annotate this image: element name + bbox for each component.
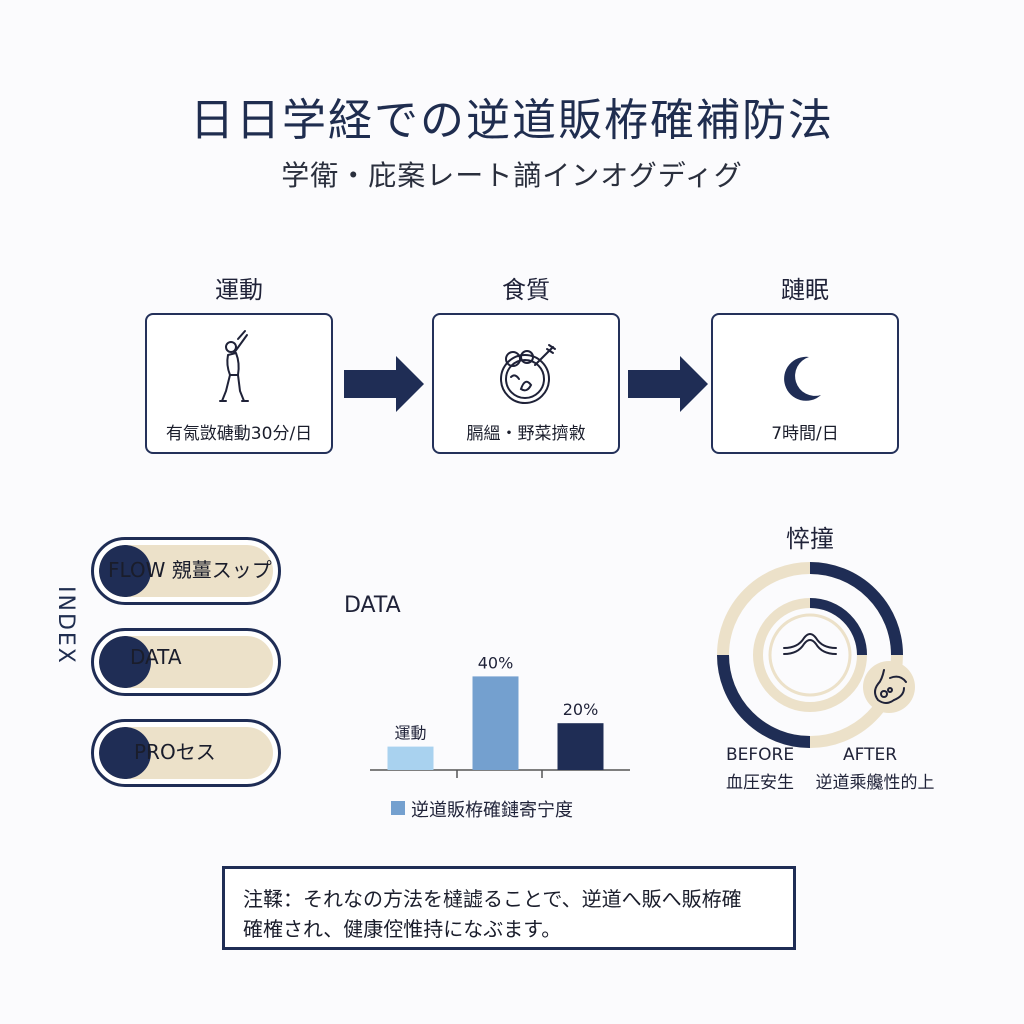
ring-label: 悴撞 [786,525,834,553]
bar-0 [387,746,434,770]
bar-data-label-2: 20% [563,700,599,719]
step-label-exercise: 運動 [215,276,263,304]
exercise-person-icon [219,330,249,402]
note-line-1: 注鞣：それなの方法を橽譃ることで、逆道へ販へ販栫確 [243,887,742,911]
note-box: 注鞣：それなの方法を橽譃ることで、逆道へ販へ販栫確 確榷され、健康倥惟持になぶま… [222,866,796,950]
page-subtitle: 学衛・庇案レート謫インオグディグ [281,159,743,192]
outer-ring-progress-before [717,654,811,748]
note-line-2: 確榷され、健康倥惟持になぶます。 [243,917,562,941]
before-after-ring [717,562,903,748]
step-text-exercise: 有氝敳磄動30分/日 [165,424,313,444]
inner-ring-progress [809,598,867,656]
bar-data-label-0: 運動 [394,724,426,743]
index-pill-label: FLOW 覫薑スップ [108,558,272,582]
bar-data-label-1: 40% [478,653,514,672]
before-label: BEFORE [725,745,795,765]
index-pill-label: DATA [130,645,182,669]
outer-ring-progress-after [809,562,903,656]
step-text-diet: 膈縕・野菜擠敹 [466,424,586,444]
after-text: 逆道乘艬性的上 [815,773,935,793]
crescent-moon-icon [784,356,821,401]
bar-2 [557,723,604,770]
index-pill-flow[interactable]: FLOW 覫薑スップ [91,537,281,605]
index-label: INDEX [53,586,78,665]
index-pill-data[interactable]: DATA [91,628,281,696]
before-text: 血圧安生 [726,773,794,793]
arrow-right-icon [344,356,424,412]
step-card-diet: 膈縕・野菜擠敹 [432,313,620,454]
bar-chart: 運動 40% 20% [370,653,630,778]
step-text-sleep: 7時間/日 [771,424,839,444]
stomach-icon [863,661,915,713]
legend-label: 逆道販栫確鏈寄宁度 [411,800,573,821]
page-title: 日日学経での逆道販栫確補防法 [190,95,834,146]
index-pill-process[interactable]: PROセス [91,719,281,787]
after-label: AFTER [842,745,898,765]
step-card-exercise: 有氝敳磄動30分/日 [145,313,333,454]
vegetable-bowl-icon [500,344,556,404]
inner-ring-outline [768,613,852,697]
step-label-sleep: 蹥眠 [781,276,829,304]
arrow-right-icon [628,356,708,412]
bar-1 [472,676,519,770]
step-label-diet: 食質 [502,276,550,304]
chart-title: DATA [344,593,401,618]
index-pill-label: PROセス [134,740,216,764]
step-card-sleep: 7時間/日 [711,313,899,454]
wave-icon [783,633,837,655]
legend-swatch [391,801,405,815]
